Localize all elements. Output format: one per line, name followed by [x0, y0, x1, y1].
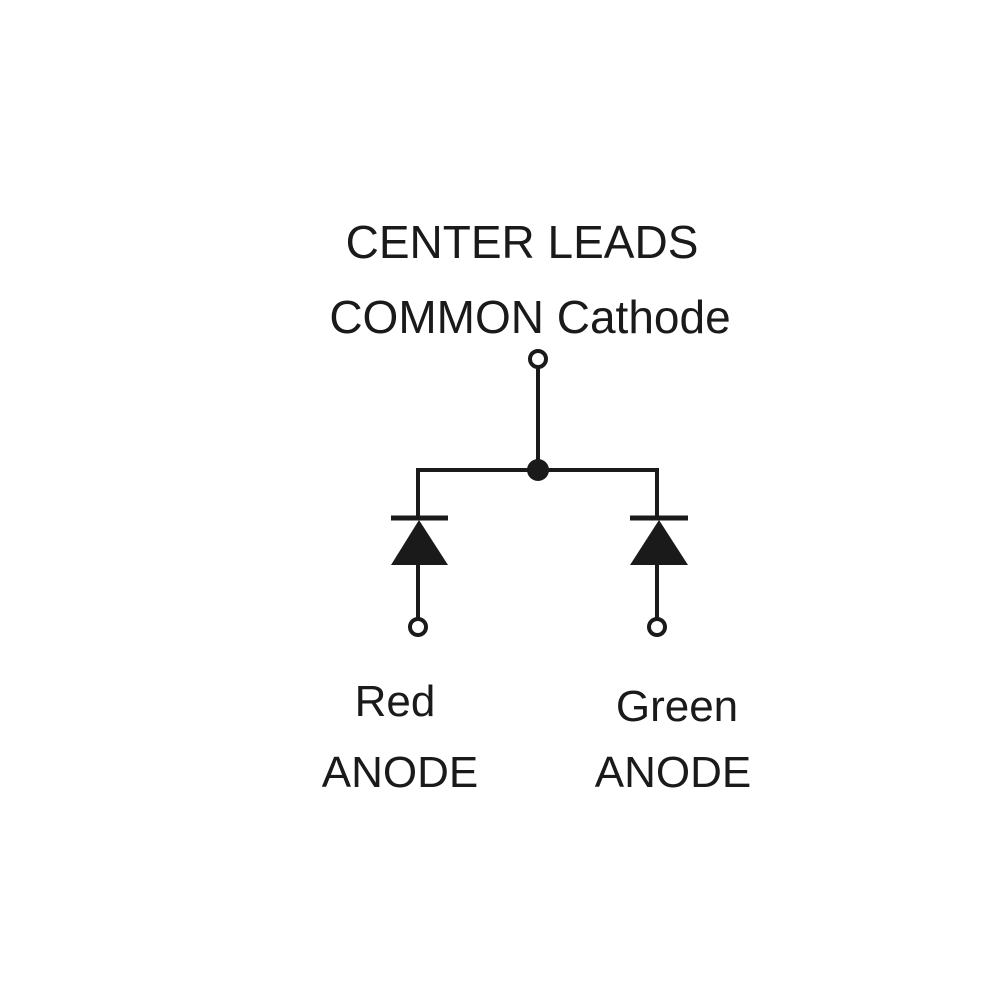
title-line-2: COMMON Cathode: [329, 291, 730, 343]
red-label: Red: [355, 677, 436, 726]
green-diode-symbol: [630, 515, 688, 565]
green-anode-label: ANODE: [595, 748, 751, 797]
red-anode-terminal: [408, 617, 428, 637]
green-diode-triangle: [630, 520, 688, 565]
red-diode-triangle: [391, 520, 448, 565]
green-anode-terminal: [647, 617, 667, 637]
green-label: Green: [616, 682, 738, 731]
title-line-1: CENTER LEADS: [346, 216, 699, 268]
red-anode-label: ANODE: [322, 748, 478, 797]
red-diode-symbol: [391, 515, 448, 565]
common-cathode-terminal: [528, 349, 548, 369]
